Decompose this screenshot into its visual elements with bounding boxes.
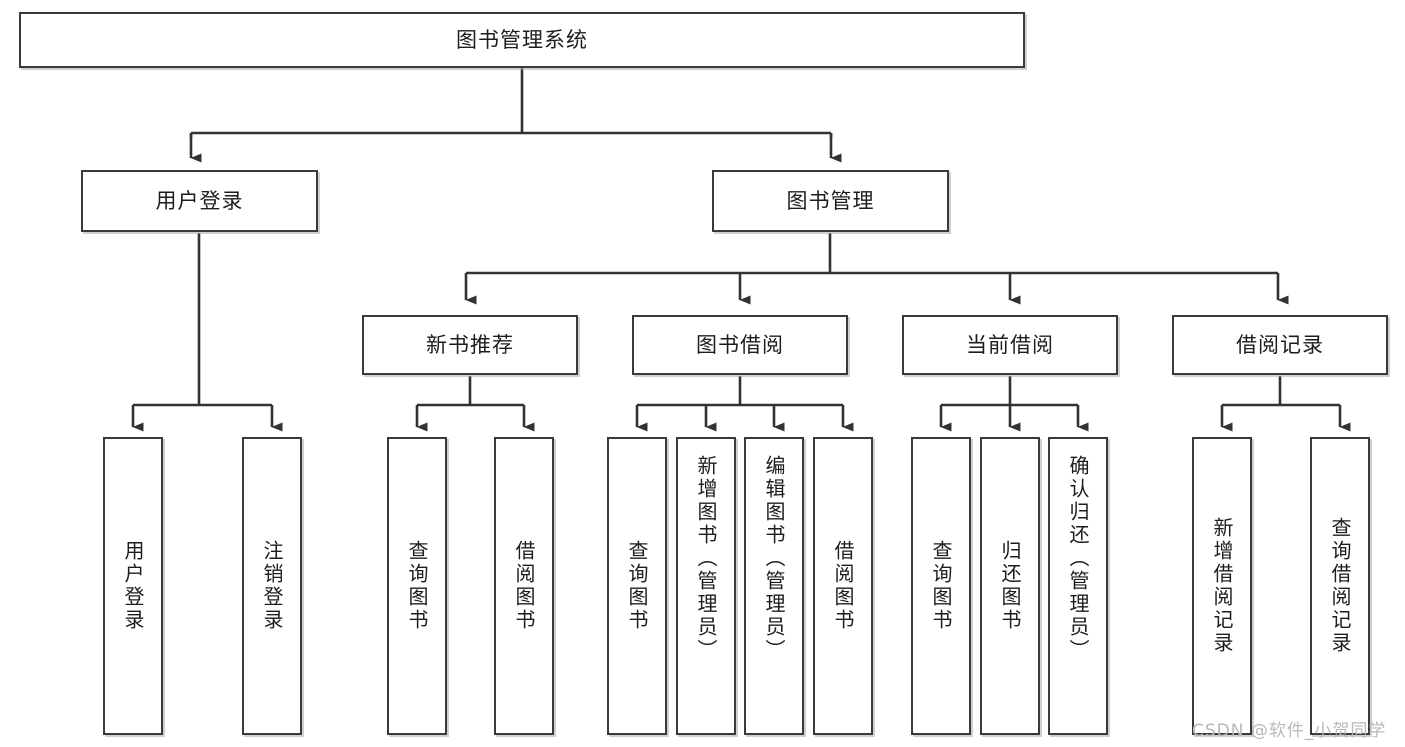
node-leaf-cb-query-book-label: 查询图书 [929,540,953,632]
node-leaf-cb-confirm-return-label: 确认归还（管理员） [1066,455,1090,662]
node-leaf-cb-query-book[interactable]: 查询图书 [911,437,971,735]
node-leaf-nb-query-book[interactable]: 查询图书 [387,437,447,735]
node-leaf-cb-confirm-return[interactable]: 确认归还（管理员） [1048,437,1108,735]
node-leaf-bb-edit-book-label: 编辑图书（管理员） [762,455,786,662]
node-current-borrow-label: 当前借阅 [966,332,1054,357]
node-leaf-br-add-record-label: 新增借阅记录 [1210,517,1234,655]
node-leaf-bb-borrow-book-label: 借阅图书 [831,540,855,632]
node-leaf-bb-edit-book[interactable]: 编辑图书（管理员） [744,437,804,735]
node-leaf-bb-add-book-label: 新增图书（管理员） [694,455,718,662]
node-user-login-label: 用户登录 [155,188,244,213]
node-borrow-record-label: 借阅记录 [1236,332,1324,357]
node-leaf-br-query-record-label: 查询借阅记录 [1328,517,1352,655]
node-current-borrow[interactable]: 当前借阅 [902,315,1118,375]
node-leaf-bb-borrow-book[interactable]: 借阅图书 [813,437,873,735]
node-book-borrow[interactable]: 图书借阅 [632,315,848,375]
node-book-borrow-label: 图书借阅 [696,332,784,357]
node-leaf-br-add-record[interactable]: 新增借阅记录 [1192,437,1252,735]
node-leaf-cb-return-book[interactable]: 归还图书 [980,437,1040,735]
node-leaf-bb-query-book[interactable]: 查询图书 [607,437,667,735]
node-leaf-logout-label: 注销登录 [260,540,284,632]
node-new-book-recommend[interactable]: 新书推荐 [362,315,578,375]
node-root-system[interactable]: 图书管理系统 [19,12,1025,68]
node-leaf-nb-query-book-label: 查询图书 [405,540,429,632]
node-book-management-label: 图书管理 [786,188,875,213]
node-leaf-bb-add-book[interactable]: 新增图书（管理员） [676,437,736,735]
node-leaf-nb-borrow-book[interactable]: 借阅图书 [494,437,554,735]
node-leaf-cb-return-book-label: 归还图书 [998,540,1022,632]
node-borrow-record[interactable]: 借阅记录 [1172,315,1388,375]
node-root-system-label: 图书管理系统 [456,27,588,52]
node-leaf-nb-borrow-book-label: 借阅图书 [512,540,536,632]
node-leaf-logout[interactable]: 注销登录 [242,437,302,735]
node-leaf-user-login-label: 用户登录 [121,540,145,632]
node-leaf-br-query-record[interactable]: 查询借阅记录 [1310,437,1370,735]
node-user-login[interactable]: 用户登录 [81,170,318,232]
node-leaf-bb-query-book-label: 查询图书 [625,540,649,632]
node-book-management[interactable]: 图书管理 [712,170,949,232]
node-leaf-user-login[interactable]: 用户登录 [103,437,163,735]
node-new-book-recommend-label: 新书推荐 [426,332,514,357]
